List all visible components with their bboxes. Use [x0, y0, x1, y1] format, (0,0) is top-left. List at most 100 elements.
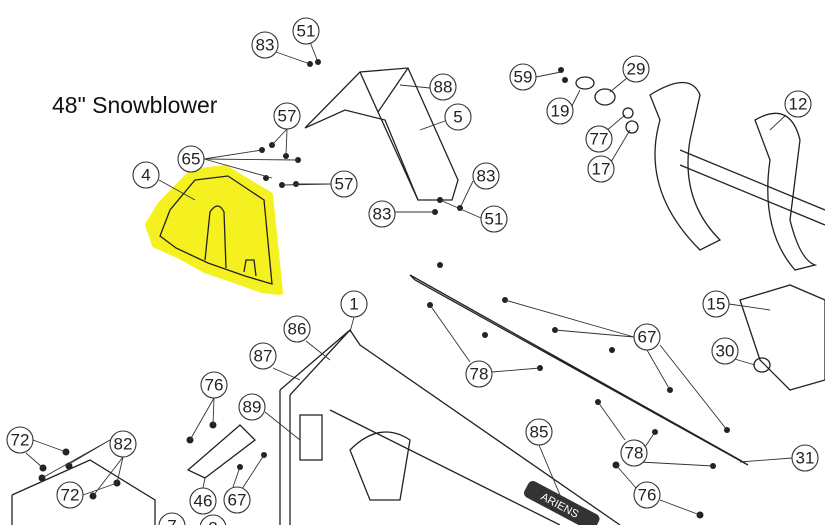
- callout-1[interactable]: 1: [340, 290, 368, 318]
- callout-circle: [238, 393, 266, 421]
- callout-label: 88: [434, 78, 453, 97]
- callout-72[interactable]: 72: [6, 426, 34, 454]
- callout-label: 8: [208, 519, 217, 525]
- callout-label: 31: [796, 449, 815, 468]
- callout-circle: [273, 102, 301, 130]
- callout-label: 1: [349, 295, 358, 314]
- callout-label: 76: [638, 486, 657, 505]
- callout-72[interactable]: 72: [56, 481, 84, 509]
- callout-83[interactable]: 83: [251, 31, 279, 59]
- callout-83[interactable]: 83: [368, 200, 396, 228]
- callout-circle: [465, 360, 493, 388]
- callout-circle: [585, 125, 613, 153]
- callout-4[interactable]: 4: [132, 161, 160, 189]
- callout-51[interactable]: 51: [480, 205, 508, 233]
- callout-77[interactable]: 77: [585, 125, 613, 153]
- callout-76[interactable]: 76: [200, 371, 228, 399]
- callout-label: 29: [627, 60, 646, 79]
- callout-label: 12: [789, 95, 808, 114]
- callout-51[interactable]: 51: [292, 17, 320, 45]
- callout-circle: [622, 55, 650, 83]
- callout-label: 78: [625, 444, 644, 463]
- callout-label: 83: [477, 167, 496, 186]
- callout-circle: [633, 481, 661, 509]
- callout-label: 17: [592, 160, 611, 179]
- callout-57[interactable]: 57: [330, 170, 358, 198]
- callout-12[interactable]: 12: [784, 90, 812, 118]
- callout-67[interactable]: 67: [633, 323, 661, 351]
- callout-label: 15: [707, 295, 726, 314]
- callout-circle: [546, 97, 574, 125]
- callout-86[interactable]: 86: [283, 315, 311, 343]
- callout-circle: [177, 145, 205, 173]
- callout-78[interactable]: 78: [620, 439, 648, 467]
- callout-circle: [249, 342, 277, 370]
- callout-label: 4: [141, 166, 150, 185]
- callout-label: 72: [61, 486, 80, 505]
- callout-label: 5: [453, 108, 462, 127]
- callout-circle: [509, 63, 537, 91]
- callout-label: 57: [278, 107, 297, 126]
- callout-65[interactable]: 65: [177, 145, 205, 173]
- callout-label: 76: [205, 376, 224, 395]
- callout-label: 59: [514, 68, 533, 87]
- callout-label: 65: [182, 150, 201, 169]
- callout-circle: [368, 200, 396, 228]
- callout-59[interactable]: 59: [509, 63, 537, 91]
- callout-label: 83: [256, 36, 275, 55]
- callout-29[interactable]: 29: [622, 55, 650, 83]
- callout-5[interactable]: 5: [444, 103, 472, 131]
- callout-circle: [480, 205, 508, 233]
- callout-82[interactable]: 82: [109, 430, 137, 458]
- callout-label: 78: [470, 365, 489, 384]
- callout-label: 77: [590, 130, 609, 149]
- callout-8[interactable]: 8: [199, 514, 227, 525]
- callout-circle: [132, 161, 160, 189]
- callout-87[interactable]: 87: [249, 342, 277, 370]
- callout-circle: [200, 371, 228, 399]
- callout-label: 67: [228, 491, 247, 510]
- callout-89[interactable]: 89: [238, 393, 266, 421]
- callout-circle: [189, 487, 217, 515]
- highlighted-part-4[interactable]: [145, 165, 283, 295]
- callout-7[interactable]: 7: [158, 512, 186, 525]
- callout-label: 85: [530, 423, 549, 442]
- callout-circle: [791, 444, 819, 472]
- callout-15[interactable]: 15: [702, 290, 730, 318]
- callout-57[interactable]: 57: [273, 102, 301, 130]
- callout-circle: [429, 73, 457, 101]
- callout-circle: [784, 90, 812, 118]
- callout-label: 89: [243, 398, 262, 417]
- callout-label: 7: [167, 517, 176, 525]
- callout-31[interactable]: 31: [791, 444, 819, 472]
- callout-17[interactable]: 17: [587, 155, 615, 183]
- callout-85[interactable]: 85: [525, 418, 553, 446]
- callout-circle: [223, 486, 251, 514]
- callout-67[interactable]: 67: [223, 486, 251, 514]
- callout-circle: [525, 418, 553, 446]
- callout-label: 86: [288, 320, 307, 339]
- callout-circle: [633, 323, 661, 351]
- callout-88[interactable]: 88: [429, 73, 457, 101]
- callout-label: 67: [638, 328, 657, 347]
- callout-circle: [199, 514, 227, 525]
- callout-label: 46: [194, 492, 213, 511]
- callout-label: 19: [551, 102, 570, 121]
- callout-83[interactable]: 83: [472, 162, 500, 190]
- callout-circle: [292, 17, 320, 45]
- callout-19[interactable]: 19: [546, 97, 574, 125]
- callout-76[interactable]: 76: [633, 481, 661, 509]
- diagram-title: 48" Snowblower: [52, 92, 218, 118]
- callout-circle: [330, 170, 358, 198]
- callout-78[interactable]: 78: [465, 360, 493, 388]
- callout-46[interactable]: 46: [189, 487, 217, 515]
- callout-circle: [283, 315, 311, 343]
- callout-circle: [6, 426, 34, 454]
- callout-circle: [711, 337, 739, 365]
- callout-30[interactable]: 30: [711, 337, 739, 365]
- callout-circle: [587, 155, 615, 183]
- callout-circle: [620, 439, 648, 467]
- callout-label: 30: [716, 342, 735, 361]
